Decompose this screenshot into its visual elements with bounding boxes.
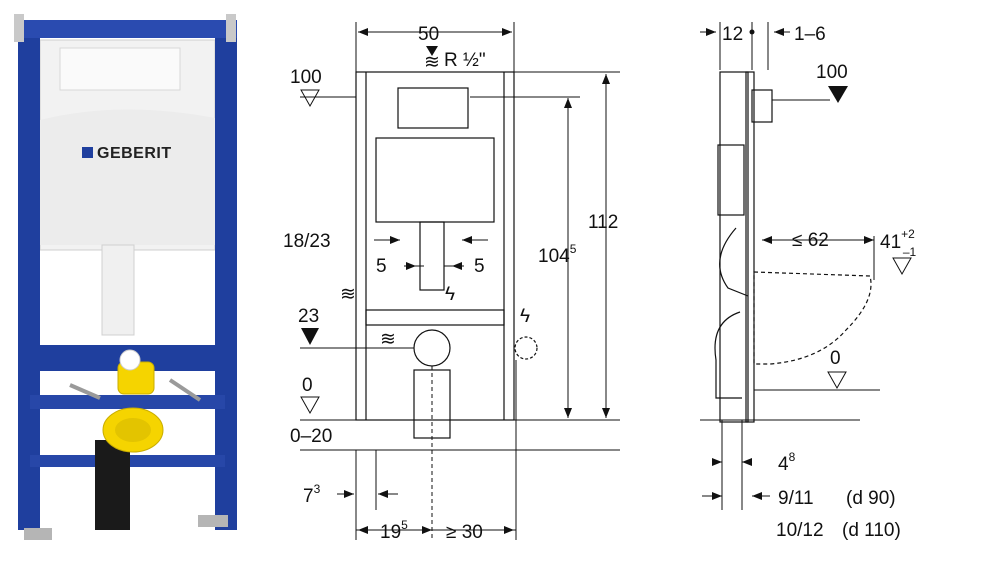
label-level-100-side: 100 — [816, 62, 848, 83]
cistern-body — [40, 109, 215, 245]
dim-width-top: 50 — [418, 24, 439, 45]
water-inlet-symbol-icon: ≋ — [340, 284, 356, 305]
actuator-plate — [397, 87, 469, 129]
level-marker-0 — [300, 396, 320, 415]
dim-spacing-1823: 18/23 — [283, 231, 331, 252]
dim-water-connection: R ½" — [444, 50, 486, 71]
dim-height-1045: 1045 — [538, 242, 577, 267]
drain-connection — [413, 329, 451, 367]
dim-911: 9/11 — [778, 488, 814, 509]
flush-pipe — [101, 244, 135, 336]
dim-48: 48 — [778, 450, 796, 475]
label-level-0-side: 0 — [830, 348, 841, 369]
label-level-100: 100 — [290, 67, 322, 88]
dim-16: 1–6 — [794, 24, 826, 45]
foot-left — [24, 528, 52, 540]
level-marker-41 — [892, 257, 912, 276]
side-view-drawing: 12 1–6 100 ≤ 62 41+2–1 0 48 9/11 (d 90) … — [700, 22, 917, 541]
dim-le62: ≤ 62 — [792, 230, 829, 251]
installation-frame-photo: GEBERIT — [14, 14, 237, 540]
wall-bracket-right — [226, 14, 236, 42]
power-symbol-icon: ϟ — [520, 306, 530, 327]
dim-41: 41+2–1 — [880, 227, 917, 259]
electric-symbol-icon: ϟ — [445, 284, 455, 305]
crossbar-outline — [365, 309, 505, 326]
label-range-020: 0–20 — [290, 426, 332, 447]
dim-ge30: ≥ 30 — [446, 522, 483, 543]
foot-right — [198, 515, 228, 527]
drain-cap-center — [115, 418, 151, 442]
dim-total-height: 112 — [588, 212, 618, 233]
water-drain-symbol-icon: ≋ — [380, 329, 396, 350]
fixing-rod-right — [168, 378, 202, 402]
wc-bowl-outline — [753, 271, 872, 365]
wall-line — [745, 71, 755, 423]
wall-bracket-left — [14, 14, 24, 42]
frame-outline — [355, 71, 515, 421]
level-marker-23 — [301, 328, 319, 345]
frame-left-upright — [18, 20, 40, 530]
fixing-rod-left — [69, 383, 101, 400]
dim-offset-left: 5 — [376, 256, 387, 277]
dim-12: 12 — [722, 24, 743, 45]
brand-logo: GEBERIT — [97, 145, 172, 162]
frame-side-profile — [719, 71, 749, 423]
flush-pipe-outline — [419, 221, 445, 291]
cistern-side — [717, 144, 745, 216]
frame-top-rail — [18, 20, 237, 38]
flush-pipe-side — [719, 227, 749, 297]
level-marker-0-side — [827, 371, 847, 390]
level-marker-100-side — [828, 86, 848, 103]
frame-right-upright — [215, 20, 237, 530]
actuator-side — [751, 89, 773, 123]
label-level-0: 0 — [302, 375, 313, 396]
water-symbol-icon: ≋ — [424, 52, 440, 73]
cistern-outline — [375, 137, 495, 223]
water-inlet — [119, 349, 141, 371]
label-level-23: 23 — [298, 306, 319, 327]
geberit-logo-square — [82, 147, 93, 158]
level-marker-100 — [300, 89, 320, 108]
power-supply-box — [514, 336, 538, 360]
drain-bend-side — [714, 311, 742, 399]
dim-73: 73 — [303, 482, 321, 507]
label-d90: (d 90) — [846, 488, 896, 509]
dim-195: 195 — [380, 518, 408, 543]
dim-1012: 10/12 — [776, 520, 824, 541]
front-view-drawing: ϟ ϟ ≋ ≋ ≋ 50 R ½" 100 112 1045 18/23 5 5… — [283, 22, 620, 543]
dim-offset-right: 5 — [474, 256, 485, 277]
inspection-opening — [59, 47, 181, 91]
frame-lower-bar — [30, 395, 225, 409]
label-d110: (d 110) — [842, 520, 901, 541]
drain-pipe — [95, 440, 130, 530]
